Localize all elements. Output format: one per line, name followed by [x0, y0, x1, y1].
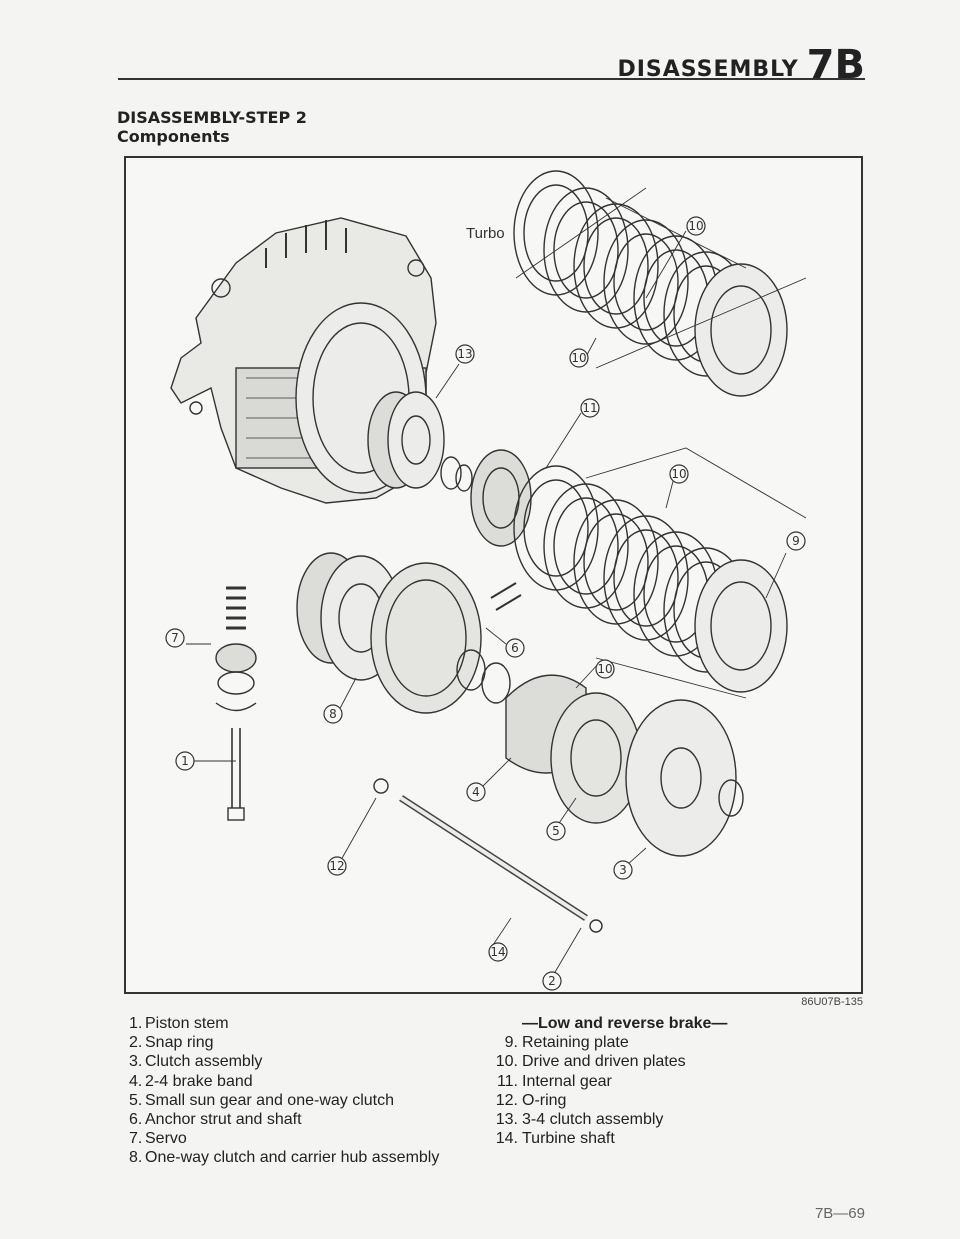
callout-11: 11 [580, 398, 600, 418]
callout-4: 4 [466, 782, 486, 802]
callout-14: 14 [488, 942, 508, 962]
clutch-assembly-drawing [505, 674, 744, 857]
svg-text:8: 8 [329, 707, 337, 721]
svg-text:13: 13 [457, 347, 472, 361]
turbine-shaft-drawing [373, 778, 603, 933]
legend-item: 5.Small sun gear and one-way clutch [129, 1091, 395, 1109]
legend-item: 14.Turbine shaft [495, 1130, 615, 1148]
lower-plate-stack-drawing [470, 447, 807, 699]
callout-10-bottom: 10 [595, 659, 615, 679]
callout-9: 9 [786, 531, 806, 551]
callout-12: 12 [327, 856, 347, 876]
callout-6: 6 [505, 638, 525, 658]
legend-item: 12.O-ring [495, 1091, 567, 1109]
svg-text:10: 10 [597, 662, 612, 676]
parts-legend-right: —Low and reverse brake— 9.Retaining plat… [494, 1014, 728, 1148]
callouts: 10 10 13 11 10 [165, 216, 806, 991]
page-number: 7B—69 [814, 1205, 865, 1222]
svg-text:14: 14 [490, 945, 505, 959]
upper-plate-stack-drawing [513, 170, 807, 397]
section-header: DISASSEMBLY 7B [617, 42, 865, 88]
callout-10-top: 10 [686, 216, 706, 236]
svg-text:2: 2 [548, 974, 556, 988]
legend-item: 10.Drive and driven plates [495, 1053, 686, 1071]
callout-1: 1 [175, 751, 195, 771]
legend-item: 8.One-way clutch and carrier hub assembl… [129, 1149, 440, 1167]
callout-13: 13 [455, 344, 475, 364]
legend-item: 9.Retaining plate [504, 1034, 629, 1052]
step-heading: DISASSEMBLY-STEP 2 Components [117, 108, 307, 146]
svg-text:9: 9 [792, 534, 800, 548]
svg-text:10: 10 [688, 219, 703, 233]
legend-item: 3.Clutch assembly [129, 1053, 263, 1071]
svg-text:7: 7 [171, 631, 179, 645]
svg-text:12: 12 [329, 859, 344, 873]
parts-legend-left: 1.Piston stem 2.Snap ring 3.Clutch assem… [129, 1014, 439, 1168]
servo-drawing [215, 586, 257, 821]
svg-text:5: 5 [552, 824, 560, 838]
callout-3: 3 [613, 860, 633, 880]
callout-7: 7 [165, 628, 185, 648]
svg-text:4: 4 [472, 785, 480, 799]
svg-text:11: 11 [582, 401, 597, 415]
legend-item: 13.3-4 clutch assembly [495, 1111, 664, 1129]
callout-2: 2 [542, 971, 562, 991]
legend-subheading: —Low and reverse brake— [522, 1015, 728, 1032]
svg-text:3: 3 [619, 863, 627, 877]
svg-text:1: 1 [181, 754, 189, 768]
carrier-hub-drawing [296, 552, 522, 714]
callout-5: 5 [546, 821, 566, 841]
legend-item: 6.Anchor strut and shaft [129, 1111, 302, 1129]
legend-item: 11.Internal gear [496, 1072, 612, 1090]
legend-item: 2.Snap ring [129, 1034, 214, 1052]
callout-8: 8 [323, 704, 343, 724]
exploded-view-figure: Turbo 10 10 13 11 [124, 156, 863, 994]
svg-text:10: 10 [571, 351, 586, 365]
callout-10-low: 10 [669, 464, 689, 484]
exploded-view-illustration: Turbo 10 10 13 11 [165, 170, 807, 991]
legend-item: 1.Piston stem [129, 1015, 229, 1032]
section-name: DISASSEMBLY [617, 57, 799, 82]
clutch-34-drawing [367, 391, 473, 492]
turbo-label: Turbo [466, 225, 505, 242]
header-divider [118, 78, 865, 80]
legend-item: 7.Servo [129, 1130, 187, 1148]
step-title: DISASSEMBLY-STEP 2 [117, 108, 307, 127]
step-subtitle: Components [117, 127, 230, 146]
svg-text:6: 6 [511, 641, 519, 655]
figure-code: 86U07B-135 [801, 996, 863, 1008]
legend-item: 4.2-4 brake band [129, 1072, 253, 1090]
svg-text:10: 10 [671, 467, 686, 481]
section-code: 7B [806, 42, 865, 88]
callout-10-mid: 10 [569, 348, 589, 368]
